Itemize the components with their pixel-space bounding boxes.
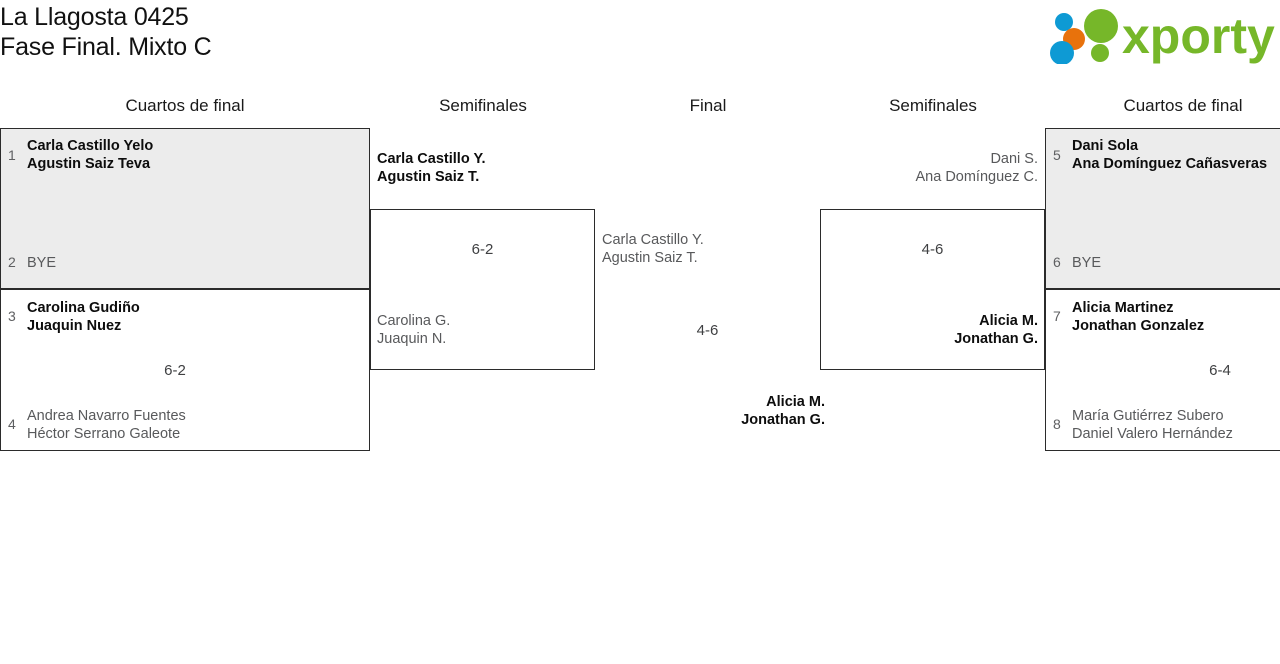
logo-dot-blue-small: [1055, 13, 1073, 31]
qf6-top-team: Alicia Martinez Jonathan Gonzalez: [1072, 299, 1204, 335]
seed-number-7: 7: [1053, 308, 1061, 324]
logo-dot-green-large: [1084, 9, 1118, 43]
player-name: Jonathan Gonzalez: [1072, 318, 1205, 334]
logo-wordmark: xporty: [1122, 8, 1275, 64]
champion-team: Alicia M. Jonathan G.: [595, 393, 825, 429]
player-name: Agustin Saiz T.: [602, 250, 698, 266]
player-name: Juaquin N.: [377, 331, 447, 347]
player-name: Daniel Valero Hernández: [1072, 426, 1233, 442]
qf6-bottom-team: María Gutiérrez Subero Daniel Valero Her…: [1072, 407, 1233, 443]
round-label: Final: [689, 96, 727, 115]
player-name: BYE: [27, 255, 57, 271]
player-name: Alicia Martinez: [1072, 300, 1174, 316]
round-header-sf-left: Semifinales: [358, 96, 608, 116]
match-box-sf-right[interactable]: [820, 209, 1045, 370]
round-header-qf-left: Cuartos de final: [60, 96, 310, 116]
round-header-qf-right: Cuartos de final: [1058, 96, 1280, 116]
player-name: Andrea Navarro Fuentes: [27, 408, 186, 424]
match-box-sf-left[interactable]: [370, 209, 595, 370]
seed-number-5: 5: [1053, 147, 1061, 163]
sf-right-score: 4-6: [921, 241, 944, 258]
qf2-top-team: Carolina Gudiño Juaquin Nuez: [27, 299, 140, 335]
round-label: Cuartos de final: [1123, 96, 1243, 115]
round-label: Semifinales: [889, 96, 977, 115]
match-box-qf-5[interactable]: [1045, 128, 1280, 289]
round-label: Semifinales: [439, 96, 527, 115]
player-name: Carolina Gudiño: [27, 300, 140, 316]
player-name: Carla Castillo Yelo: [27, 138, 154, 154]
player-name: Ana Domínguez Cañasveras: [1072, 156, 1268, 172]
final-left-team: Carla Castillo Y. Agustin Saiz T.: [602, 231, 704, 267]
seed-number-4: 4: [8, 416, 16, 432]
match-box-qf-2[interactable]: [0, 289, 370, 451]
player-name: BYE: [1072, 255, 1102, 271]
sf-left-bottom-team: Carolina G. Juaquin N.: [377, 312, 450, 348]
player-name: Carla Castillo Y.: [377, 151, 486, 167]
qf1-bottom-team: BYE: [27, 254, 56, 272]
seed-number-3: 3: [8, 308, 16, 324]
logo-dot-green-small: [1091, 44, 1109, 62]
qf5-top-team: Dani Sola Ana Domínguez Cañasveras: [1072, 137, 1267, 173]
match-box-qf-6[interactable]: [1045, 289, 1280, 451]
player-name: Agustin Saiz Teva: [27, 156, 151, 172]
round-header-sf-right: Semifinales: [808, 96, 1058, 116]
player-name: Juaquin Nuez: [27, 318, 122, 334]
seed-number-1: 1: [8, 147, 16, 163]
seed-number-8: 8: [1053, 416, 1061, 432]
logo-dot-blue-large: [1050, 41, 1074, 64]
player-name: Carla Castillo Y.: [602, 232, 704, 248]
qf2-bottom-team: Andrea Navarro Fuentes Héctor Serrano Ga…: [27, 407, 186, 443]
seed-number-6: 6: [1053, 254, 1061, 270]
player-name: Ana Domínguez C.: [915, 169, 1038, 185]
player-name: Héctor Serrano Galeote: [27, 426, 181, 442]
seed-number-2: 2: [8, 254, 16, 270]
sf-right-bottom-team: Alicia M. Jonathan G.: [808, 312, 1038, 348]
player-name: Alicia M.: [979, 313, 1038, 329]
qf5-bottom-team: BYE: [1072, 254, 1101, 272]
final-score: 4-6: [696, 322, 719, 339]
round-label: Cuartos de final: [125, 96, 245, 115]
player-name: Agustin Saiz T.: [377, 169, 480, 185]
sf-right-top-team: Dani S. Ana Domínguez C.: [808, 150, 1038, 186]
player-name: Carolina G.: [377, 313, 451, 329]
player-name: Jonathan G.: [954, 331, 1038, 347]
qf2-score: 6-2: [164, 362, 186, 379]
player-name: Dani S.: [990, 151, 1038, 167]
xporty-logo[interactable]: xporty: [1044, 6, 1276, 64]
match-box-qf-1[interactable]: [0, 128, 370, 289]
phase-name: Fase Final. Mixto C: [0, 33, 212, 61]
player-name: Jonathan G.: [741, 412, 825, 428]
player-name: Dani Sola: [1072, 138, 1139, 154]
tournament-name: La Llagosta 0425: [0, 3, 189, 31]
sf-left-top-team: Carla Castillo Y. Agustin Saiz T.: [377, 150, 486, 186]
sf-left-score: 6-2: [471, 241, 494, 258]
round-header-final: Final: [583, 96, 833, 116]
player-name: Alicia M.: [766, 394, 825, 410]
qf6-score: 6-4: [1209, 362, 1231, 379]
qf1-top-team: Carla Castillo Yelo Agustin Saiz Teva: [27, 137, 153, 173]
page-title: La Llagosta 0425 Fase Final. Mixto C: [0, 2, 212, 62]
player-name: María Gutiérrez Subero: [1072, 408, 1224, 424]
